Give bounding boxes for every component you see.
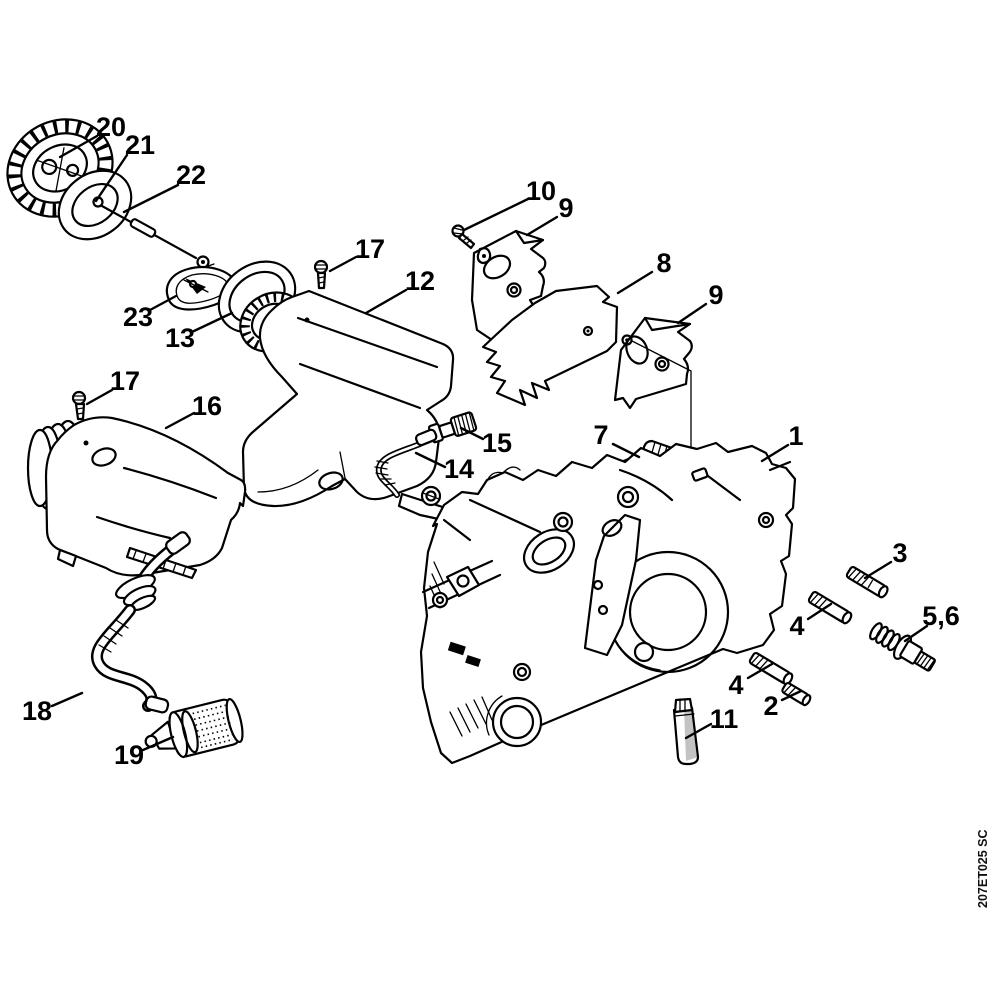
callout-label-22-2: 22 (176, 160, 206, 190)
callout-label-2-21: 2 (763, 691, 778, 721)
callout-label-1-16: 1 (788, 421, 803, 451)
fitting-15-drawing (421, 411, 478, 444)
handle-housing-drawing (239, 289, 455, 508)
callout-label-9-8: 9 (558, 193, 573, 223)
callout-leader-16-12 (164, 411, 196, 430)
crankcase-drawing (419, 441, 797, 765)
callout-leader-12-6 (364, 288, 408, 315)
callout-label-17-5: 17 (355, 234, 385, 264)
callout-leader-18-23 (50, 691, 84, 708)
spring-screw-56-drawing (869, 622, 936, 672)
stud-3-drawing (845, 566, 889, 599)
callout-label-23-3: 23 (123, 302, 153, 332)
callout-label-17-11: 17 (110, 366, 140, 396)
callout-label-14-14: 14 (444, 454, 474, 484)
callout-leader-4-20 (746, 662, 774, 680)
callout-leader-9-10 (676, 302, 708, 325)
callout-label-10-7: 10 (526, 176, 556, 206)
callout-label-7-15: 7 (593, 420, 608, 450)
callout-label-20-0: 20 (96, 112, 126, 142)
callout-label-12-6: 12 (405, 266, 435, 296)
fuel-hose-18-drawing (91, 531, 191, 714)
callout-leader-23-3 (148, 294, 178, 312)
callout-label-13-4: 13 (165, 323, 195, 353)
fuel-cap-drawing (6, 118, 114, 218)
callout-leader-20-0 (58, 134, 99, 159)
callout-leader-19-24 (141, 735, 175, 752)
callout-leader-1-16 (760, 443, 790, 463)
callout-label-4-18: 4 (789, 611, 804, 641)
callout-leader-9-8 (525, 215, 559, 237)
callout-leader-3-17 (863, 560, 893, 580)
plate-9-right-drawing (613, 316, 693, 410)
callout-leader-17-5 (328, 255, 358, 273)
callout-label-3-17: 3 (892, 538, 907, 568)
fuel-tank-drawing (26, 416, 247, 580)
screw-17-left-drawing (71, 390, 87, 421)
callout-leader-17-11 (85, 388, 114, 406)
callout-label-5,6-19: 5,6 (922, 601, 960, 631)
callout-label-4-20: 4 (728, 670, 743, 700)
plug-11-drawing (672, 697, 700, 766)
callout-label-11-22: 11 (710, 704, 739, 734)
callout-leader-7-15 (611, 442, 641, 459)
plate-8-drawing (481, 284, 619, 407)
callout-label-21-1: 21 (125, 130, 155, 160)
callout-leader-14-14 (414, 451, 447, 469)
callout-leader-11-22 (684, 722, 713, 740)
callout-leader-4-18 (806, 602, 833, 621)
callout-label-16-12: 16 (192, 391, 222, 421)
callout-label-9-10: 9 (708, 280, 723, 310)
callout-label-15-13: 15 (482, 428, 512, 458)
callout-label-19-24: 19 (114, 740, 144, 770)
callout-leader-22-2 (122, 183, 180, 214)
pin-4-upper-drawing (807, 591, 853, 625)
pin-4-lower-drawing (748, 652, 794, 686)
callout-leader-13-4 (192, 311, 234, 333)
filter-19-drawing (144, 698, 244, 759)
callout-leader-5,6-19 (903, 624, 929, 643)
callout-leader-8-9 (616, 270, 654, 295)
callout-label-18-23: 18 (22, 696, 52, 726)
callout-leader-2-21 (780, 689, 803, 702)
screw-10-drawing (451, 224, 476, 250)
callout-leader-15-13 (459, 426, 485, 441)
callout-leader-21-1 (94, 153, 129, 203)
drawing-number: 207ET025 SC (976, 829, 990, 908)
callout-leader-10-7 (462, 197, 530, 232)
callout-label-8-9: 8 (656, 248, 671, 278)
screw-17-top-drawing (313, 259, 329, 290)
